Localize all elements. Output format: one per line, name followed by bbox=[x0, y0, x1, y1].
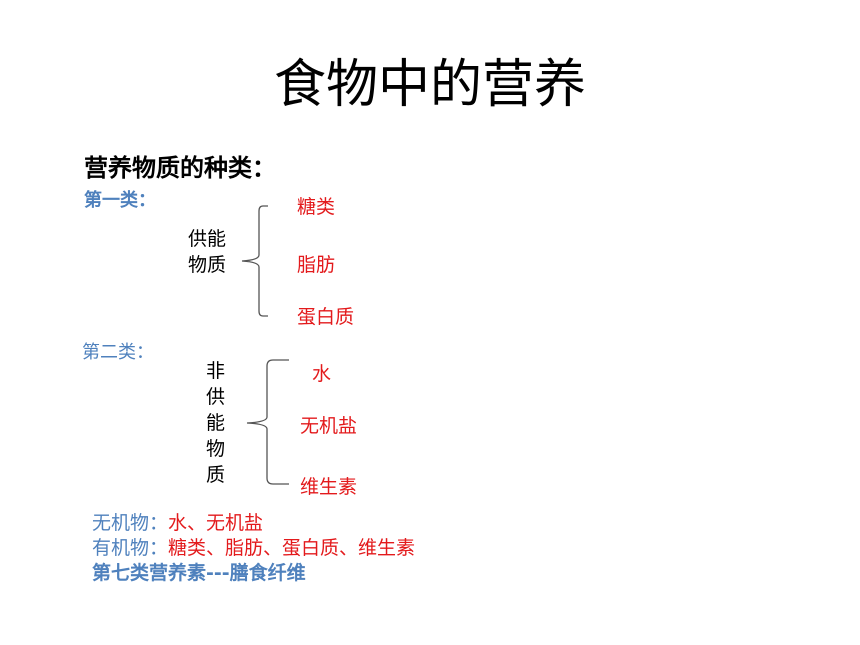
group1-category-line: 物质 bbox=[188, 254, 227, 276]
organic-label: 有机物： bbox=[92, 537, 169, 559]
group2-category-char: 能 bbox=[206, 412, 226, 434]
page-title: 食物中的营养 bbox=[273, 55, 586, 115]
group2-category-char: 非 bbox=[206, 360, 226, 382]
group2-category-char: 供 bbox=[206, 386, 226, 408]
group1-brace bbox=[241, 205, 268, 317]
organic-value: 糖类、脂肪、蛋白质、维生素 bbox=[168, 537, 416, 559]
section-heading: 营养物质的种类： bbox=[84, 154, 276, 182]
group1-category: 供能 物质 bbox=[188, 226, 226, 278]
group2-category-char: 物 bbox=[206, 438, 226, 460]
group1-label: 第一类： bbox=[84, 190, 156, 211]
group2-item: 水 bbox=[312, 363, 332, 385]
group2-category-char: 质 bbox=[206, 464, 226, 486]
group2-item: 无机盐 bbox=[300, 415, 358, 437]
organic-line: 有机物：糖类、脂肪、蛋白质、维生素 bbox=[92, 533, 415, 560]
group2-brace bbox=[246, 359, 289, 485]
group1-category-line: 供能 bbox=[188, 228, 227, 250]
inorganic-line: 无机物：水、无机盐 bbox=[92, 508, 263, 535]
group1-item: 脂肪 bbox=[297, 254, 336, 276]
seventh-nutrient: 第七类营养素---膳食纤维 bbox=[92, 562, 306, 584]
group1-item: 蛋白质 bbox=[297, 306, 355, 328]
group2-label: 第二类： bbox=[82, 342, 154, 363]
group1-item: 糖类 bbox=[297, 196, 336, 218]
inorganic-label: 无机物： bbox=[92, 512, 169, 534]
group2-item: 维生素 bbox=[300, 476, 358, 498]
group2-category: 非 供 能 物 质 bbox=[206, 358, 225, 488]
inorganic-value: 水、无机盐 bbox=[168, 512, 264, 534]
